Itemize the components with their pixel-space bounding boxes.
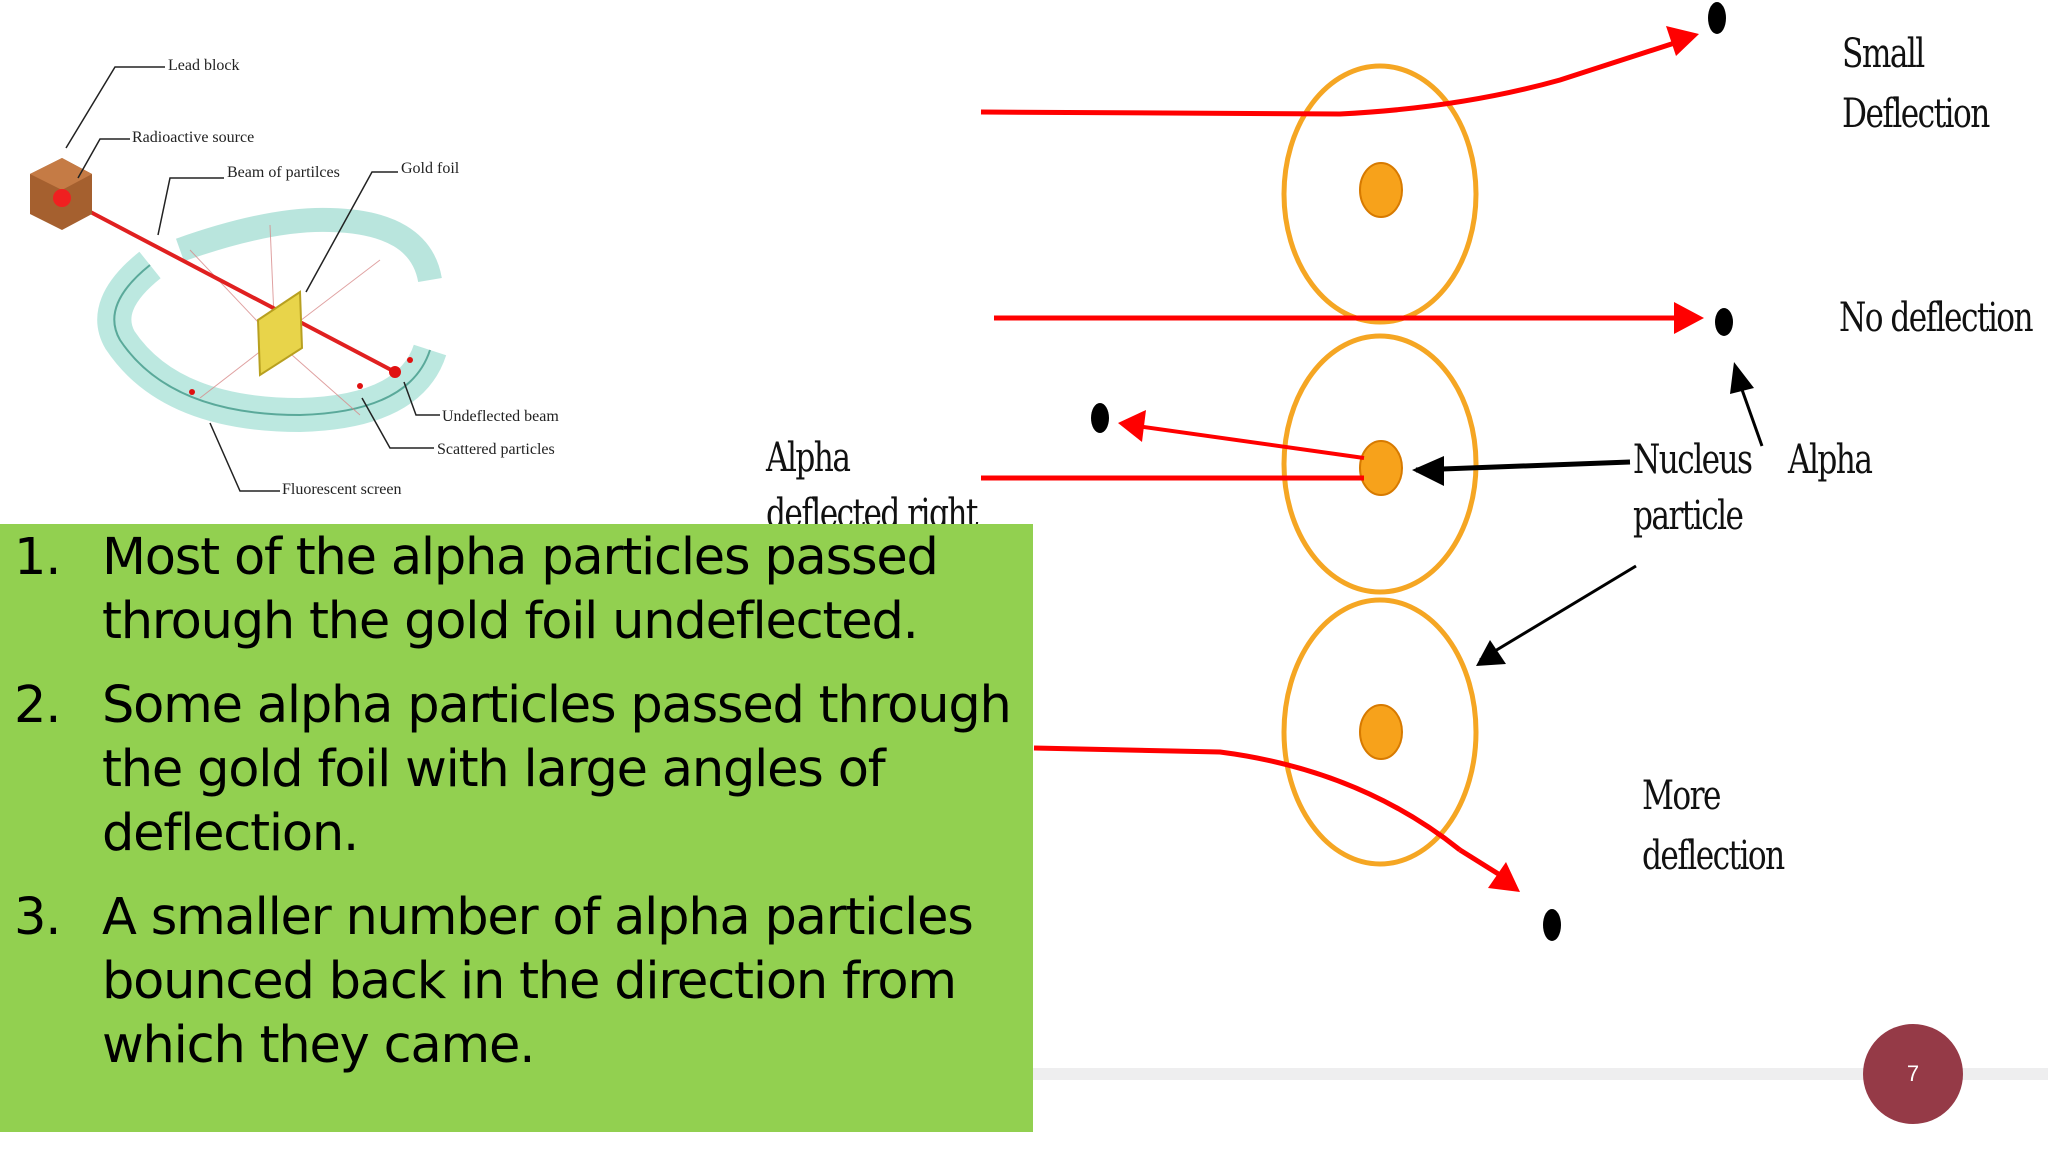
- screen-back: [175, 207, 442, 283]
- label-fluorescent-screen: Fluorescent screen: [282, 481, 402, 498]
- label-small-deflection-2: Deflection: [1842, 91, 1990, 137]
- ray-bounce-back: [1129, 423, 1365, 460]
- radioactive-source: [53, 189, 71, 207]
- ray-more-deflection: [1033, 745, 1462, 852]
- atom-ring-1: [1281, 63, 1479, 325]
- page-number-badge: 7: [1863, 1024, 1963, 1124]
- label-alpha-deflected-1: Alpha: [766, 435, 851, 481]
- footer-bar: [1030, 1068, 2048, 1080]
- dot-small-deflection: [1708, 2, 1726, 34]
- nucleus-2: [1359, 440, 1403, 496]
- scattering-svg: [980, 2, 1764, 941]
- label-alpha-particle-2: particle: [1633, 493, 1744, 539]
- apparatus-illustration: Lead block Radioactive source Beam of pa…: [0, 30, 620, 520]
- dot-no-deflection: [1715, 308, 1733, 336]
- gold-foil: [256, 290, 304, 377]
- pointer-alpha: [1738, 383, 1764, 447]
- leader-lines: [65, 66, 440, 492]
- nucleus-1: [1359, 162, 1403, 218]
- label-nucleus: Nucleus: [1633, 437, 1753, 483]
- label-alpha-particle-1: Alpha: [1788, 437, 1873, 483]
- label-beam: Beam of partilces: [227, 164, 340, 181]
- label-no-deflection: No deflection: [1839, 295, 2034, 341]
- apparatus-svg: [30, 66, 447, 492]
- label-lead-block: Lead block: [168, 57, 240, 74]
- label-more-deflection-2: deflection: [1642, 833, 1785, 879]
- observation-number: 2.: [14, 676, 61, 735]
- observation-text: Most of the alpha particles passed throu…: [102, 528, 939, 651]
- pointer-atom: [1479, 564, 1637, 662]
- scattering-diagram: Small Deflection No deflection Nucleus A…: [700, 0, 2048, 1000]
- observation-item: 2. Some alpha particles passed through t…: [14, 674, 1033, 866]
- label-undeflected-beam: Undeflected beam: [442, 408, 559, 425]
- observation-item: 1. Most of the alpha particles passed th…: [14, 526, 1033, 654]
- observations-list: 1. Most of the alpha particles passed th…: [14, 526, 1033, 1078]
- nucleus-3: [1359, 704, 1403, 760]
- observation-number: 3.: [14, 888, 61, 947]
- dot-deflected-back: [1091, 403, 1109, 433]
- observation-text: Some alpha particles passed through the …: [102, 676, 1012, 863]
- observation-item: 3. A smaller number of alpha particles b…: [14, 886, 1033, 1078]
- atom-ring-2: [1281, 333, 1479, 595]
- label-more-deflection-1: More: [1642, 773, 1721, 819]
- observations-box: 1. Most of the alpha particles passed th…: [0, 524, 1033, 1132]
- screen-edge: [113, 264, 431, 417]
- particle-beam: [59, 194, 396, 374]
- label-gold-foil: Gold foil: [401, 160, 460, 177]
- label-scattered-particles: Scattered particles: [437, 441, 555, 458]
- dot-more-deflection: [1543, 909, 1561, 941]
- label-radioactive-source: Radioactive source: [132, 129, 255, 146]
- observation-text: A smaller number of alpha particles boun…: [102, 888, 974, 1075]
- observation-number: 1.: [14, 528, 61, 587]
- atom-ring-3: [1281, 597, 1479, 867]
- ray-small-deflection: [980, 35, 1691, 117]
- pointer-nucleus: [1415, 459, 1631, 473]
- label-small-deflection-1: Small: [1842, 31, 1925, 77]
